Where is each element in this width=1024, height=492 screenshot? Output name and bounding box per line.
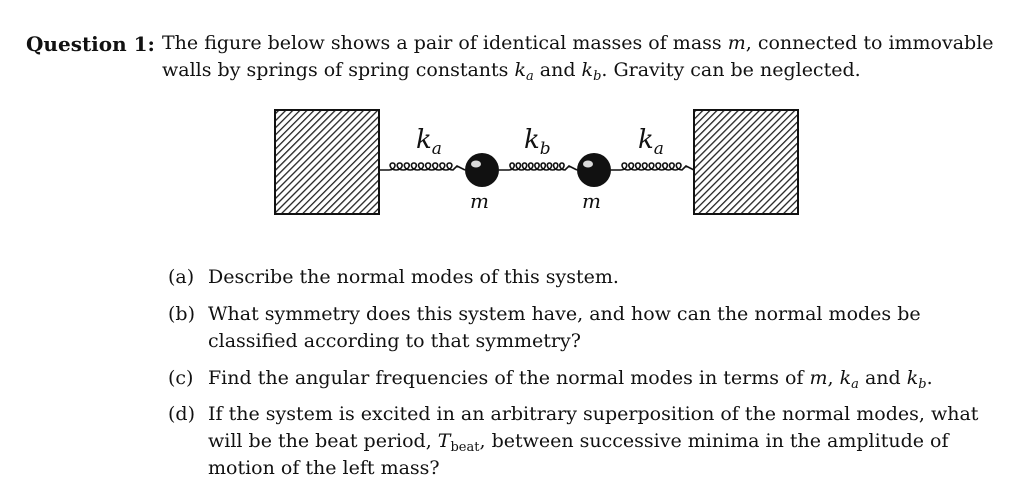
mass-label-left: m (470, 189, 489, 213)
part-text-segment: Find the angular frequencies of the norm… (208, 367, 810, 389)
question-text-segment: , connected to immovable (745, 32, 994, 54)
part-text: classified according to that symmetry? (208, 330, 581, 352)
mass-label-right: m (582, 189, 601, 213)
right-wall (693, 109, 799, 215)
part-label: (a) (168, 266, 195, 288)
part-label: (d) (168, 403, 195, 425)
math-variable-k: k (514, 59, 526, 81)
part-text: What symmetry does this system have, and… (208, 303, 921, 325)
left-mass (465, 153, 499, 187)
right-mass (577, 153, 611, 187)
part-text: will be the beat period, Tbeat, between … (208, 430, 949, 455)
springs-group (379, 162, 695, 171)
part-text-segment: . (926, 367, 933, 389)
math-subscript: beat (450, 440, 480, 455)
spring-left (379, 162, 466, 171)
part-label: (b) (168, 303, 195, 325)
question-text-segment: . Gravity can be neglected. (601, 59, 861, 81)
math-variable-m: m (809, 367, 828, 389)
math-subscript: a (525, 69, 534, 84)
math-variable-k: k (839, 367, 852, 389)
part-text-segment: will be the beat period, (208, 430, 438, 452)
math-variable-t: T (437, 430, 451, 452)
math-variable-k: k (581, 59, 594, 81)
question-text-segment: The figure below shows a pair of identic… (162, 32, 728, 54)
part-text-segment: and (858, 367, 907, 389)
left-wall (274, 109, 380, 215)
part-text: Describe the normal modes of this system… (208, 266, 619, 288)
part-text: If the system is excited in an arbitrary… (208, 403, 979, 425)
math-subscript: b (593, 69, 602, 84)
spring-right (611, 162, 695, 171)
question-text-line-2: walls by springs of spring constants ka … (162, 59, 861, 84)
spring-label-left: ka (416, 125, 442, 159)
math-subscript: b (918, 377, 927, 392)
spring-middle (499, 162, 578, 171)
mass-spring-figure: ka kb ka m m (274, 109, 799, 215)
part-label: (c) (168, 367, 194, 389)
question-text-segment: walls by springs of spring constants (162, 59, 515, 81)
part-text-segment: , (827, 367, 840, 389)
part-text: Find the angular frequencies of the norm… (208, 367, 933, 392)
question-text-line-1: The figure below shows a pair of identic… (162, 32, 994, 54)
part-text-segment: , between successive minima in the ampli… (479, 430, 949, 452)
math-subscript: a (851, 377, 859, 392)
spring-label-middle: kb (524, 125, 551, 159)
question-label: Question 1: (26, 32, 155, 56)
math-variable-k: k (906, 367, 919, 389)
math-variable-m: m (727, 32, 746, 54)
spring-label-right: ka (638, 125, 664, 159)
part-text: motion of the left mass? (208, 457, 440, 479)
question-text-segment: and (533, 59, 582, 81)
